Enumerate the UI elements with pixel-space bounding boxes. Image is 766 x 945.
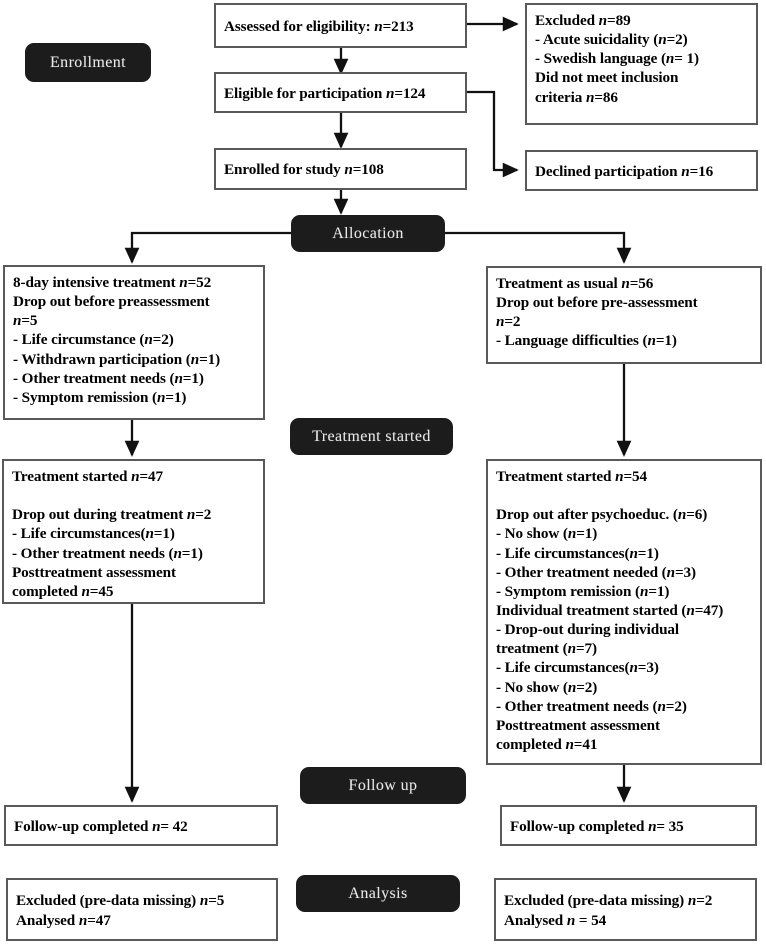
box-line: Eligible for participation n=124	[224, 84, 426, 102]
box-intensive-allocation: 8-day intensive treatment n=52 Drop out …	[3, 265, 265, 420]
box-line: Drop out during treatment n=2	[12, 506, 212, 524]
box-line: Enrolled for study n=108	[224, 161, 384, 179]
box-line: - Other treatment needs (n=2)	[496, 697, 687, 715]
box-declined-participation: Declined participation n=16	[525, 150, 758, 191]
box-line: - Symptom remission (n=1)	[13, 388, 187, 406]
box-line: - Swedish language (n= 1)	[535, 50, 699, 68]
box-line: - No show (n=1)	[496, 525, 598, 543]
box-line: Posttreatment assessment	[496, 716, 660, 734]
arrow-eligible-to-declined	[467, 90, 519, 178]
box-line: 8-day intensive treatment n=52	[13, 274, 212, 291]
box-line: Treatment started n=47	[12, 468, 164, 485]
box-line: Posttreatment assessment	[12, 563, 176, 581]
box-excluded: Excluded n=89 - Acute suicidality (n=2) …	[525, 3, 758, 125]
box-line: Follow-up completed n= 35	[510, 817, 684, 835]
box-assessed-for-eligibility: Assessed for eligibility: n=213	[214, 3, 467, 48]
stage-label-follow-up-text: Follow up	[348, 776, 418, 794]
box-analysis-intensive: Excluded (pre-data missing) n=5 Analysed…	[6, 878, 278, 941]
box-line: n=2	[496, 313, 521, 331]
box-line: - Life circumstances(n=1)	[496, 544, 659, 562]
box-line: Excluded (pre-data missing) n=5	[16, 892, 225, 910]
stage-label-enrollment: Enrollment	[25, 43, 151, 82]
box-line: - Drop-out during individual	[496, 621, 680, 639]
box-line: completed n=45	[12, 582, 114, 600]
arrow-allocation-to-tau	[444, 231, 632, 264]
stage-label-allocation-text: Allocation	[332, 224, 404, 242]
box-line: - Symptom remission (n=1)	[496, 582, 670, 600]
box-treatment-as-usual-allocation: Treatment as usual n=56 Drop out before …	[486, 266, 762, 364]
box-line: Treatment started n=54	[496, 468, 648, 485]
box-followup-completed-tau: Follow-up completed n= 35	[500, 805, 757, 846]
box-analysis-tau: Excluded (pre-data missing) n=2 Analysed…	[494, 878, 757, 941]
stage-label-enrollment-text: Enrollment	[50, 53, 126, 71]
box-line: - Acute suicidality (n=2)	[535, 31, 688, 49]
box-line-spacer	[12, 486, 255, 505]
box-line: Declined participation n=16	[535, 162, 714, 180]
box-line: n=5	[13, 312, 38, 330]
box-enrolled-for-study: Enrolled for study n=108	[214, 148, 467, 190]
arrow-allocation-to-intensive	[124, 231, 291, 264]
box-line: - Withdrawn participation (n=1)	[13, 350, 221, 368]
box-line: Drop out before pre-assessment	[496, 294, 698, 312]
box-followup-completed-intensive: Follow-up completed n= 42	[4, 805, 278, 846]
box-line: Assessed for eligibility: n=213	[224, 17, 414, 35]
box-line: Analysed n=47	[16, 911, 111, 929]
box-line: completed n=41	[496, 735, 598, 753]
stage-label-follow-up: Follow up	[300, 767, 466, 804]
box-line: Did not meet inclusion	[535, 69, 679, 87]
box-line: criteria n=86	[535, 88, 618, 106]
box-line: - Life circumstance (n=2)	[13, 331, 174, 349]
stage-label-allocation: Allocation	[291, 215, 445, 252]
box-line: - No show (n=2)	[496, 678, 598, 696]
stage-label-analysis: Analysis	[296, 875, 460, 912]
box-tau-treatment-started: Treatment started n=54 Drop out after ps…	[486, 459, 762, 765]
box-line: Treatment as usual n=56	[496, 275, 654, 292]
box-intensive-treatment-started: Treatment started n=47 Drop out during t…	[2, 459, 265, 604]
box-line: - Other treatment needs (n=1)	[12, 544, 203, 562]
stage-label-treatment-started-text: Treatment started	[312, 427, 431, 445]
box-line: - Language difficulties (n=1)	[496, 332, 677, 350]
box-line: - Other treatment needed (n=3)	[496, 563, 696, 581]
box-line: Drop out before preassessment	[13, 293, 210, 311]
box-line: - Life circumstances(n=3)	[496, 659, 659, 677]
box-line-spacer	[496, 486, 752, 505]
box-line: - Life circumstances(n=1)	[12, 525, 175, 543]
box-line: - Other treatment needs (n=1)	[13, 369, 204, 387]
box-line: Individual treatment started (n=47)	[496, 601, 724, 619]
stage-label-treatment-started: Treatment started	[290, 418, 453, 455]
box-line: Excluded (pre-data missing) n=2	[504, 892, 713, 910]
box-line: Analysed n = 54	[504, 911, 607, 929]
box-line: treatment (n=7)	[496, 640, 597, 658]
box-line: Drop out after psychoeduc. (n=6)	[496, 506, 708, 524]
box-line: Follow-up completed n= 42	[14, 817, 188, 835]
box-eligible-for-participation: Eligible for participation n=124	[214, 72, 467, 113]
stage-label-analysis-text: Analysis	[348, 884, 408, 902]
box-line: Excluded n=89	[535, 12, 631, 29]
